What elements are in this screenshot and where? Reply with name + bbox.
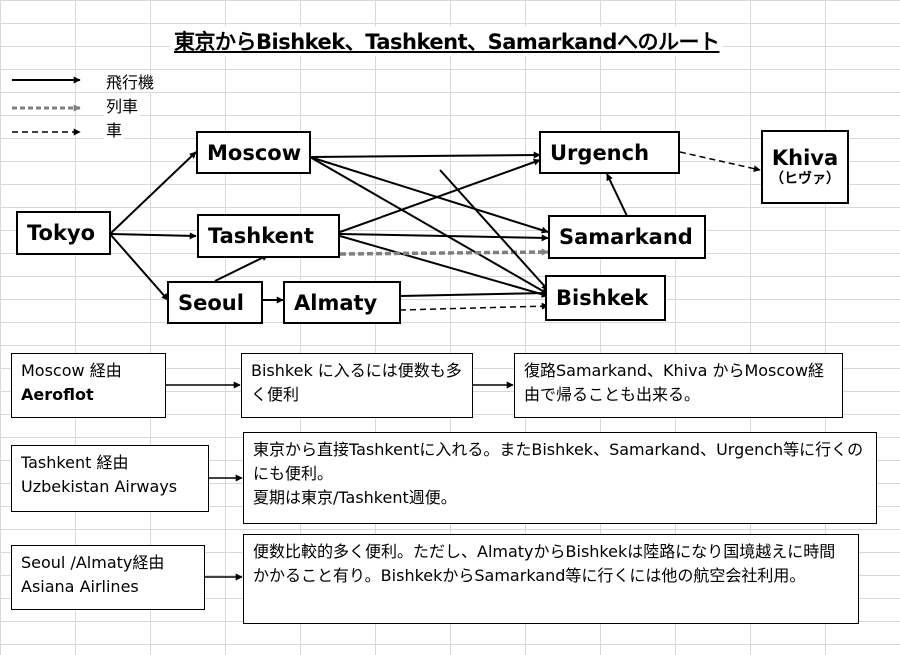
route-box-seoul: Seoul /Almaty経由 Asiana Airlines: [11, 545, 205, 610]
route-tashkent-bishkek: [339, 235, 549, 298]
node-khiva-name: Khiva: [771, 146, 839, 170]
route-tashkent-samarkand: [339, 233, 549, 242]
route-tokyo-tashkent: [109, 232, 197, 240]
node-almaty: Almaty: [283, 281, 401, 324]
route-tashkent-label: Tashkent 経由: [21, 453, 129, 472]
route-moscow-note2: 復路Samarkand、Khiva からMoscow経由で帰ることも出来る。: [514, 353, 843, 418]
route-seoul-note: 便数比較的多く便利。ただし、AlmatyからBishkekは陸路になり国境越えに…: [243, 534, 859, 624]
route-box-tashkent: Tashkent 経由 Uzbekistan Airways: [11, 445, 209, 512]
route-tashkent-note: 東京から直接Tashkentに入れる。またBishkek、Samarkand、U…: [243, 432, 877, 524]
route-bishkek-urgench-cross: [439, 169, 549, 291]
route-moscow-urgench: [309, 151, 541, 159]
route-tashkent-note-line1: 東京から直接Tashkentに入れる。またBishkek、Samarkand、U…: [253, 440, 864, 483]
route-moscow-note1-text: Bishkek に入るには便数も多く便利: [251, 361, 462, 404]
route-tashkent-airline: Uzbekistan Airways: [21, 477, 178, 496]
node-khiva: Khiva （ヒヴァ）: [761, 130, 849, 204]
node-moscow: Moscow: [196, 131, 311, 174]
route-moscow-note2-text: 復路Samarkand、Khiva からMoscow経由で帰ることも出来る。: [524, 361, 825, 404]
legend-train-label: 列車: [104, 97, 141, 116]
route-moscow-samarkand: [309, 156, 549, 234]
node-seoul: Seoul: [167, 281, 263, 324]
legend-car-label: 車: [104, 121, 125, 140]
route-tokyo-seoul: [109, 233, 169, 301]
node-tokyo: Tokyo: [16, 211, 111, 255]
route-box-moscow: Moscow 経由 Aeroflot: [11, 353, 166, 418]
route-almaty-bishkek: [399, 289, 549, 297]
node-tashkent: Tashkent: [197, 214, 340, 258]
route-tashkent-note-line2: 夏期は東京/Tashkent週便。: [253, 488, 457, 507]
route-seoul-tashkent: [214, 254, 269, 282]
route-moscow-airline: Aeroflot: [21, 385, 94, 404]
route-seoul-airline: Asiana Airlines: [21, 577, 139, 596]
route-moscow-bishkek: [309, 156, 549, 295]
route-tashkent-samarkand-train: [339, 248, 549, 256]
node-khiva-sub: （ヒヴァ）: [770, 171, 840, 187]
page-title: 東京からBishkek、Tashkent、Samarkandへのルート: [170, 26, 724, 56]
route-samarkand-urgench: [606, 173, 628, 217]
route-tashkent-urgench: [339, 158, 541, 233]
node-urgench: Urgench: [539, 131, 680, 174]
route-seoul-note-text: 便数比較的多く便利。ただし、AlmatyからBishkekは陸路になり国境越えに…: [253, 542, 836, 585]
route-tokyo-moscow: [109, 151, 197, 235]
route-moscow-note1: Bishkek に入るには便数も多く便利: [241, 353, 473, 418]
legend-plane-label: 飛行機: [104, 73, 157, 92]
route-moscow-label: Moscow 経由: [21, 361, 122, 380]
route-almaty-bishkek-car: [399, 302, 549, 311]
route-urgench-khiva-car: [679, 151, 761, 173]
node-samarkand: Samarkand: [548, 215, 706, 259]
node-bishkek: Bishkek: [545, 275, 666, 321]
route-seoul-label: Seoul /Almaty経由: [21, 553, 165, 572]
